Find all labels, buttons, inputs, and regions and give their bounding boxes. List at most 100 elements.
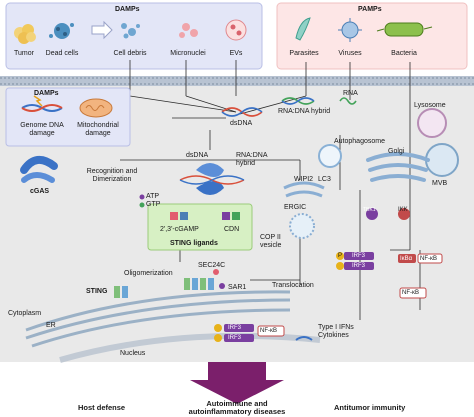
rna-label: RNA [343, 90, 358, 97]
recognition-label: Recognition and Dimerization [86, 168, 138, 183]
damps-inner-title: DAMPs [34, 90, 59, 97]
damps-title: DAMPs [115, 6, 140, 13]
ikba-label: IκBα [400, 256, 413, 262]
outcome-autoimmune: Autoimmune and autoinflammatory diseases [188, 399, 286, 416]
atp-dot [139, 194, 145, 200]
nfkb-nucleus [257, 325, 285, 337]
ikk-label: IKK [398, 207, 408, 213]
micronuclei-label: Micronuclei [170, 50, 206, 57]
oligomerization-label: Oligomerization [124, 270, 173, 277]
nucleus-envelope [59, 332, 321, 363]
sting-ligands-label: STING ligands [170, 240, 218, 247]
rna-dna-hybrid-top-label: RNA:DNA hybrid [278, 108, 331, 115]
bacteria-label: Bacteria [391, 50, 417, 57]
evs-icon [225, 19, 247, 41]
cgamp-icon [170, 212, 188, 220]
virus-icon [338, 18, 362, 42]
mvb-icon [425, 143, 459, 177]
progression-arrow [91, 20, 113, 40]
viruses-label: Viruses [338, 50, 362, 57]
nfkb-free-label: NF-κB [402, 290, 419, 296]
sec24c-label: SEC24C [198, 262, 226, 269]
irf3-label-top: IRF3 [352, 253, 366, 259]
gene-transcription-icon [295, 336, 313, 341]
dsdna-top-icon [221, 107, 263, 117]
irf3-dimer-nucleus [214, 324, 254, 342]
irf3-dimer-right [336, 252, 374, 270]
cgas-label: cGAS [30, 188, 50, 195]
er-icon [25, 290, 291, 348]
damage-bolt-icon [33, 95, 43, 107]
membrane-lipids [0, 77, 474, 85]
cgamp-label: 2',3'-cGAMP [160, 226, 199, 233]
cdn-icon [222, 212, 240, 220]
tumor-icon [14, 24, 36, 44]
lysosome-label: Lysosome [414, 102, 446, 109]
nfkb-free [399, 287, 427, 299]
sar1-marker [219, 283, 225, 289]
autophagosome-icon [318, 144, 342, 168]
mito-damage-label: Mitochondrial damage [77, 122, 119, 137]
sar1-label: SAR1 [228, 284, 247, 291]
type1-ifn-label: Type I IFNs Cytokines [318, 324, 354, 339]
outcome-antitumor: Antitumor immunity [334, 403, 406, 412]
translocation-label: Translocation [272, 282, 314, 289]
rna-dna-hybrid-mid-label: RNA:DNA hybrid [236, 152, 268, 167]
cdn-label: CDN [224, 226, 240, 233]
irf3-label-bottom: IRF3 [352, 263, 366, 269]
sting-oligomer-icon [184, 278, 214, 290]
dsdna-mid-label: dsDNA [186, 152, 209, 159]
gtp-dot [139, 202, 145, 208]
dead-cells-label: Dead cells [45, 50, 79, 57]
micronuclei-icon [179, 23, 198, 38]
mitochondria-icon [79, 98, 113, 118]
mvb-label: MVB [432, 180, 448, 187]
sting-dimer-icon [114, 286, 128, 298]
tbk1-icon [366, 208, 378, 220]
atp-label: ATP [146, 193, 160, 200]
mito-cristae-icon [85, 105, 105, 111]
gtp-label: GTP [146, 201, 161, 208]
damps-box [5, 2, 263, 70]
cop2-label: COP II vesicle [260, 234, 282, 249]
autophagosome-label: Autophagosome [334, 138, 385, 145]
dead-cells-icon [49, 23, 74, 39]
irf3-nuc-bottom-label: IRF3 [228, 335, 242, 341]
dsdna-top-label: dsDNA [230, 120, 253, 127]
ergic-label: ERGIC [284, 204, 307, 211]
evs-label: EVs [229, 50, 243, 57]
outcome-host-defense: Host defense [78, 403, 126, 412]
cell-debris-label: Cell debris [113, 50, 147, 57]
parasite-icon [295, 17, 311, 41]
outcome-arrow [190, 362, 284, 404]
cytoplasm-label: Cytoplasm [8, 310, 42, 317]
lysosome-icon [417, 108, 447, 138]
ikba-nfkb-complex [398, 253, 443, 264]
ergic-icon [283, 181, 325, 198]
irf3-nuc-top-label: IRF3 [228, 325, 242, 331]
nucleus-label: Nucleus [120, 350, 146, 357]
ikk-icon [398, 208, 410, 220]
tbk1-label: TBK1 [363, 207, 376, 213]
pamps-title: PAMPs [358, 6, 382, 13]
irf3-p-top: P [338, 253, 343, 259]
bacteria-icon [376, 22, 433, 37]
golgi-label: Golgi [388, 148, 405, 155]
plasma-membrane [0, 76, 474, 86]
cell-debris-icon [121, 23, 140, 39]
cgas-dimer-icon [196, 163, 224, 195]
er-label: ER [46, 322, 56, 329]
genome-dna-icon [21, 104, 63, 112]
wipi2-label: WIPI2 [294, 176, 314, 183]
tumor-label: Tumor [14, 50, 34, 57]
rna-dna-hybrid-top-icon [281, 97, 315, 105]
genome-dna-damage-label: Genome DNA damage [20, 122, 64, 137]
cgas-icon [20, 156, 58, 183]
lc3-label: LC3 [318, 176, 331, 183]
parasites-label: Parasites [289, 50, 319, 57]
nfkb-complex-label: NF-κB [420, 256, 437, 262]
pamps-box [276, 2, 468, 70]
dsdna-mid-icon [179, 175, 245, 185]
nfkb-nucleus-label: NF-κB [260, 328, 277, 334]
